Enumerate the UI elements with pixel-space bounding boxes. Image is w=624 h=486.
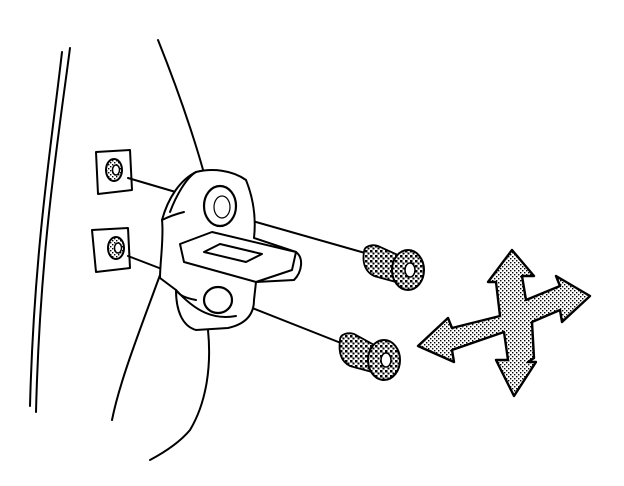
- bolt-lower: [338, 332, 401, 381]
- weld-nut-plate-lower: [91, 227, 131, 273]
- door-pillar-edge: [29, 47, 71, 413]
- check-strap-bracket: [159, 169, 302, 331]
- weld-nut-plate-upper: [95, 149, 133, 195]
- adjustment-direction-arrows: [416, 248, 592, 398]
- bolt-upper: [362, 244, 425, 291]
